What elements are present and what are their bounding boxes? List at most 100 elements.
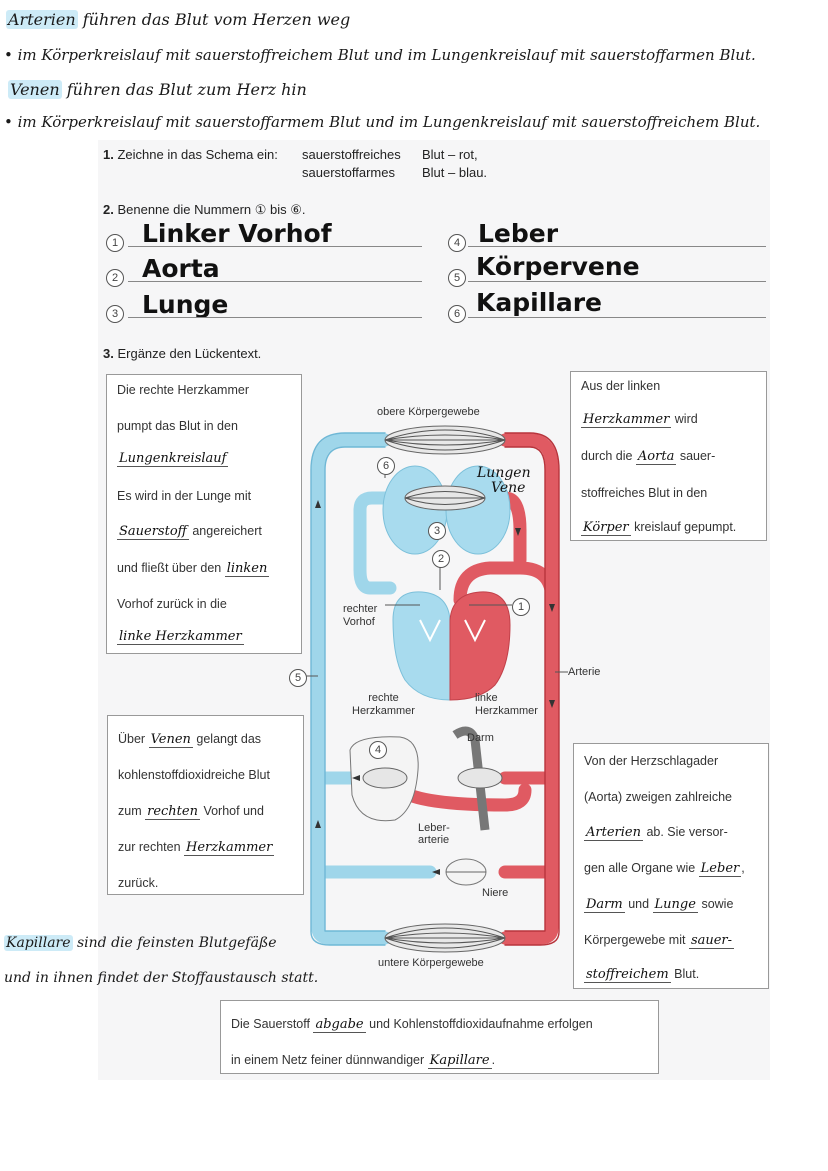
task-3: 3. Ergänze den Lückentext. xyxy=(103,346,261,361)
cloze-lb-line-2: kohlenstoffdioxidreiche Blut xyxy=(118,768,270,782)
cloze-box-left-top: Die rechte Herzkammer pumpt das Blut in … xyxy=(106,374,302,654)
answer-3-line xyxy=(128,317,422,318)
cloze-lt-line-1: Die rechte Herzkammer xyxy=(117,383,249,397)
cloze-rt-line-3: durch die Aorta sauer- xyxy=(581,449,716,465)
cloze-rb-line-5: Darm und Lunge sowie xyxy=(584,897,734,913)
task-1: 1. Zeichne in das Schema ein: xyxy=(103,147,278,162)
answer-5-line xyxy=(468,281,766,282)
task-2-number: 2. xyxy=(103,202,114,217)
answer-1: Linker Vorhof xyxy=(142,219,332,248)
task-3-text: Ergänze den Lückentext. xyxy=(117,346,262,361)
answer-2-line xyxy=(128,281,422,282)
arterial-vessels xyxy=(393,433,559,945)
label-lower-tissue: untere Körpergewebe xyxy=(378,957,484,969)
answer-4-line xyxy=(468,246,766,247)
cloze-lt-line-2: pumpt das Blut in den xyxy=(117,419,238,433)
cloze-lt-line-3: Lungenkreislauf xyxy=(117,451,229,467)
capillary-lower xyxy=(384,923,506,953)
task-3-number: 3. xyxy=(103,346,114,361)
label-liver-artery: Leber-arterie xyxy=(418,822,450,846)
cloze-rb-line-7: stoffreichem Blut. xyxy=(584,967,700,983)
label-artery: Arterie xyxy=(568,666,601,678)
cloze-rb-fill-2: Leber xyxy=(698,861,742,877)
cloze-box-right-bottom: Von der Herzschlagader (Aorta) zweigen z… xyxy=(573,743,769,989)
note-line-3: Venen führen das Blut zum Herz hin xyxy=(8,80,307,99)
cloze-lb-line-5: zurück. xyxy=(118,876,159,890)
answer-4-number: 4 xyxy=(448,233,466,252)
cloze-rb-line-4: gen alle Organe wie Leber, xyxy=(584,861,745,877)
cloze-rt-fill-3: Körper xyxy=(581,520,631,536)
cloze-lb-fill-3: Herzkammer xyxy=(184,840,275,856)
label-upper-tissue: obere Körpergewebe xyxy=(377,406,480,418)
cloze-rb-line-6: Körpergewebe mit sauer- xyxy=(584,933,735,949)
note-line-4: • im Körperkreislauf mit sauerstoffarmem… xyxy=(4,113,761,131)
diagram-number-3: 3 xyxy=(428,521,446,540)
cloze-box-left-bottom: Über Venen gelangt das kohlenstoffdioxid… xyxy=(107,715,304,895)
cloze-rb-line-2: (Aorta) zweigen zahlreiche xyxy=(584,790,732,804)
diagram-number-1: 1 xyxy=(512,597,530,616)
cloze-lt-line-5: Sauerstoff angereichert xyxy=(117,524,262,540)
cloze-lb-line-4: zur rechten Herzkammer xyxy=(118,840,275,856)
cloze-rb-fill-5: sauer- xyxy=(688,933,735,949)
highlight-arterien: Arterien xyxy=(6,10,78,29)
cloze-b-line-1: Die Sauerstoff abgabe und Kohlenstoffdio… xyxy=(231,1017,593,1033)
label-intestine: Darm xyxy=(467,732,494,744)
answer-1-line xyxy=(128,246,422,247)
task-1-blue: Blut – blau. xyxy=(422,165,488,180)
cloze-lb-line-3: zum rechten Vorhof und xyxy=(118,804,264,820)
answer-3: Lunge xyxy=(142,290,229,319)
answer-5: Körpervene xyxy=(476,252,640,281)
diagram-number-4: 4 xyxy=(369,740,387,759)
cloze-lt-fill-2: Sauerstoff xyxy=(117,524,189,540)
cloze-lt-fill-1: Lungenkreislauf xyxy=(117,451,229,467)
answer-4: Leber xyxy=(478,219,559,248)
answer-6-line xyxy=(468,317,766,318)
note-line-1: Arterien führen das Blut vom Herzen weg xyxy=(6,10,350,29)
heart xyxy=(392,591,511,701)
cloze-lt-fill-3: linken xyxy=(224,561,270,577)
cloze-b-line-2: in einem Netz feiner dünnwandiger Kapill… xyxy=(231,1053,496,1069)
venous-outline xyxy=(310,432,386,946)
cloze-b-fill-1: abgabe xyxy=(313,1017,366,1033)
task-1-text: Zeichne in das Schema ein: xyxy=(117,147,278,162)
cloze-rt-line-5: Körper kreislauf gepumpt. xyxy=(581,520,737,536)
cloze-lt-fill-4: linke Herzkammer xyxy=(117,629,244,645)
cloze-rb-line-1: Von der Herzschlagader xyxy=(584,754,719,768)
intestine xyxy=(452,726,503,831)
cloze-rt-line-2: Herzkammer wird xyxy=(581,412,698,428)
label-kidney: Niere xyxy=(482,887,509,899)
note-line-1-text: führen das Blut vom Herzen weg xyxy=(77,10,351,29)
answer-5-number: 5 xyxy=(448,268,466,287)
cloze-rb-fill-4: Lunge xyxy=(652,897,698,913)
cloze-rb-fill-6: stoffreichem xyxy=(584,967,671,983)
liver xyxy=(349,736,419,822)
cloze-lt-line-7: Vorhof zurück in die xyxy=(117,597,227,611)
cloze-lt-line-4: Es wird in der Lunge mit xyxy=(117,489,252,503)
answer-2-number: 2 xyxy=(106,268,124,287)
cloze-rt-fill-2: Aorta xyxy=(635,449,677,465)
answer-6-number: 6 xyxy=(448,304,466,323)
cloze-b-fill-2: Kapillare xyxy=(427,1053,492,1069)
note-bottom-1: Kapillare sind die feinsten Blutgefäße xyxy=(4,935,277,951)
answer-3-number: 3 xyxy=(106,304,124,323)
diagram-number-2: 2 xyxy=(432,549,450,568)
cloze-lb-line-1: Über Venen gelangt das xyxy=(118,732,262,748)
cloze-lt-line-6: und fließt über den linken xyxy=(117,561,270,577)
cloze-box-right-top: Aus der linken Herzkammer wird durch die… xyxy=(570,371,767,541)
task-2: 2. Benenne die Nummern ① bis ⑥. xyxy=(103,202,306,218)
answer-2: Aorta xyxy=(142,254,220,283)
answer-6: Kapillare xyxy=(476,288,603,317)
note-line-3-text: führen das Blut zum Herz hin xyxy=(61,80,307,99)
cloze-rt-fill-1: Herzkammer xyxy=(581,412,672,428)
cloze-rb-fill-1: Arterien xyxy=(584,825,643,841)
cloze-lb-fill-2: rechten xyxy=(145,804,200,820)
task-1-number: 1. xyxy=(103,147,114,162)
task-1-red: Blut – rot, xyxy=(422,147,478,162)
highlight-kapillare: Kapillare xyxy=(4,935,73,951)
kidney xyxy=(445,858,487,886)
diagram-number-6: 6 xyxy=(377,456,395,475)
